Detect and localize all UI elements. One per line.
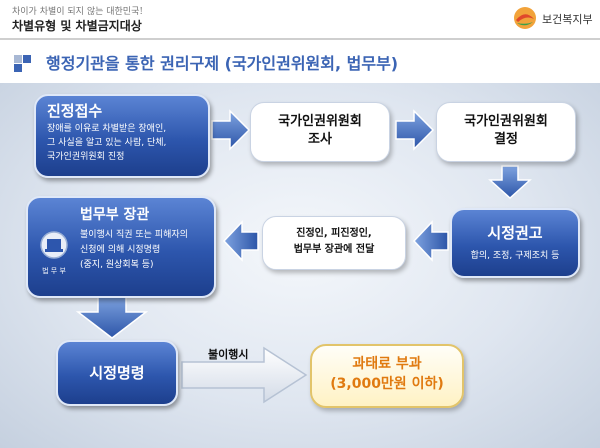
arrow-investigation-to-decision xyxy=(395,109,435,151)
intake-line: 장애를 이유로 차별받은 장애인, xyxy=(47,124,167,134)
box-minister: 법무부 장관 법 무 부 불이행시 직권 또는 피해자의 신청에 의해 시정명령… xyxy=(26,196,216,298)
box-transfer: 진정인, 피진정인, 법무부 장관에 전달 xyxy=(262,216,406,270)
decision-line: 국가인권위원회 xyxy=(464,114,548,129)
minister-line: 신청에 의해 시정명령 xyxy=(80,245,161,255)
noncompliance-label: 불이행시 xyxy=(208,348,249,361)
transfer-line: 법무부 장관에 전달 xyxy=(293,244,375,255)
decision-line: 결정 xyxy=(494,132,518,147)
fine-line: (3,000만원 이하) xyxy=(330,376,444,392)
minister-heading: 법무부 장관 xyxy=(80,207,150,223)
page-title: 행정기관을 통한 권리구제 (국가인권위원회, 법무부) xyxy=(46,54,399,73)
box-investigation: 국가인권위원회 조사 xyxy=(250,102,390,162)
arrow-decision-to-recommendation xyxy=(488,165,532,200)
arrow-order-to-fine xyxy=(181,346,308,404)
minister-emblem-icon: 법 무 부 xyxy=(34,230,74,275)
header-divider xyxy=(0,38,600,40)
order-heading: 시정명령 xyxy=(89,364,145,382)
investigation-line: 국가인권위원회 xyxy=(278,114,362,129)
intake-heading: 진정접수 xyxy=(47,102,103,120)
minister-line: 불이행시 직권 또는 피해자의 xyxy=(80,230,188,240)
fine-line: 과태료 부과 xyxy=(352,356,422,372)
tagline: 차이가 차별이 되지 않는 대한민국! xyxy=(12,7,143,17)
ministry-logo-icon xyxy=(514,7,536,29)
arrow-intake-to-investigation xyxy=(211,109,251,151)
box-order: 시정명령 xyxy=(56,340,178,406)
arrow-minister-to-order xyxy=(75,295,149,339)
transfer-line: 진정인, 피진정인, xyxy=(296,228,372,239)
logo-text: 보건복지부 xyxy=(542,13,593,26)
investigation-line: 조사 xyxy=(308,132,332,147)
box-fine: 과태료 부과 (3,000만원 이하) xyxy=(310,344,464,408)
box-decision: 국가인권위원회 결정 xyxy=(436,102,576,162)
minister-line: (중지, 원상회복 등) xyxy=(80,260,154,270)
emblem-label: 법 무 부 xyxy=(42,267,66,275)
box-intake: 진정접수 장애를 이유로 차별받은 장애인, 그 사실을 알고 있는 사람, 단… xyxy=(34,94,210,178)
box-recommendation: 시정권고 합의, 조정, 구제조치 등 xyxy=(450,208,580,278)
recommendation-sub: 합의, 조정, 구제조치 등 xyxy=(470,251,560,261)
header: 차이가 차별이 되지 않는 대한민국! 차별유형 및 차별금지대상 보건복지부 xyxy=(0,0,600,38)
intake-line: 그 사실을 알고 있는 사람, 단체, xyxy=(47,138,167,148)
ministry-logo: 보건복지부 xyxy=(512,6,596,30)
recommendation-heading: 시정권고 xyxy=(487,224,543,242)
section-title: 차별유형 및 차별금지대상 xyxy=(12,19,142,33)
arrow-recommendation-to-transfer xyxy=(412,220,449,262)
arrow-transfer-to-minister xyxy=(222,220,259,262)
intake-line: 국가인권위원회 진정 xyxy=(47,152,125,162)
